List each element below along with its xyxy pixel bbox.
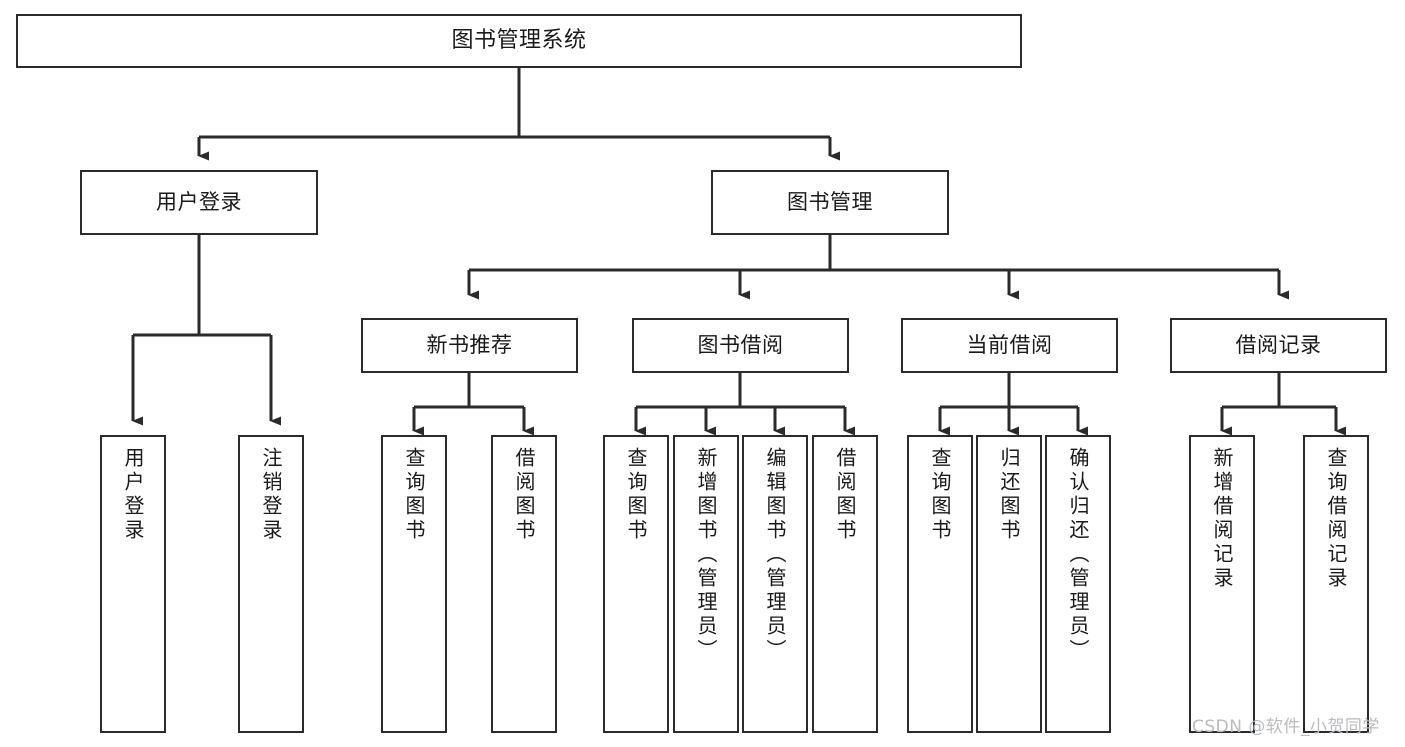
node-leaf-confirm-return[interactable]: 确认归还（管理员） — [1045, 435, 1111, 733]
node-current-borrow[interactable]: 当前借阅 — [901, 318, 1118, 373]
node-leaf-edit-book-label: 编辑图书（管理员） — [763, 447, 787, 663]
node-borrow-record-label: 借阅记录 — [1235, 332, 1322, 357]
node-borrow-record[interactable]: 借阅记录 — [1170, 318, 1387, 373]
node-user-login-label: 用户登录 — [156, 189, 242, 214]
node-leaf-return-book[interactable]: 归还图书 — [976, 435, 1042, 733]
node-leaf-query-book-2[interactable]: 查询图书 — [603, 435, 669, 733]
node-leaf-query-book-3-label: 查询图书 — [928, 447, 952, 543]
node-leaf-query-book-1-label: 查询图书 — [402, 447, 426, 543]
node-leaf-edit-book[interactable]: 编辑图书（管理员） — [742, 435, 808, 733]
node-new-book-recommend-label: 新书推荐 — [426, 332, 513, 357]
node-leaf-add-record[interactable]: 新增借阅记录 — [1189, 435, 1255, 733]
node-leaf-confirm-return-label: 确认归还（管理员） — [1066, 447, 1090, 663]
node-user-login[interactable]: 用户登录 — [80, 170, 318, 235]
node-leaf-query-book-1[interactable]: 查询图书 — [381, 435, 447, 733]
node-current-borrow-label: 当前借阅 — [966, 332, 1053, 357]
node-leaf-logout-login[interactable]: 注销登录 — [238, 435, 304, 733]
node-leaf-query-record-label: 查询借阅记录 — [1324, 447, 1348, 591]
node-leaf-query-record[interactable]: 查询借阅记录 — [1303, 435, 1369, 733]
node-leaf-user-login-label: 用户登录 — [121, 447, 145, 543]
node-leaf-borrow-book-1[interactable]: 借阅图书 — [491, 435, 557, 733]
node-new-book-recommend[interactable]: 新书推荐 — [361, 318, 578, 373]
node-leaf-user-login[interactable]: 用户登录 — [100, 435, 166, 733]
node-leaf-query-book-3[interactable]: 查询图书 — [907, 435, 973, 733]
node-leaf-borrow-book-2[interactable]: 借阅图书 — [812, 435, 878, 733]
node-leaf-add-record-label: 新增借阅记录 — [1210, 447, 1234, 591]
node-root-label: 图书管理系统 — [451, 27, 587, 53]
node-leaf-query-book-2-label: 查询图书 — [624, 447, 648, 543]
watermark-csdn: CSDN @软件_小贺同学 — [1192, 712, 1380, 737]
watermark-text: CSDN @软件_小贺同学 — [1192, 717, 1380, 737]
node-leaf-return-book-label: 归还图书 — [997, 447, 1021, 543]
node-leaf-logout-login-label: 注销登录 — [259, 447, 283, 543]
node-leaf-borrow-book-2-label: 借阅图书 — [833, 447, 857, 543]
node-leaf-add-book[interactable]: 新增图书（管理员） — [673, 435, 739, 733]
node-book-management[interactable]: 图书管理 — [711, 170, 949, 235]
node-leaf-borrow-book-1-label: 借阅图书 — [512, 447, 536, 543]
node-leaf-add-book-label: 新增图书（管理员） — [694, 447, 718, 663]
node-book-borrow-label: 图书借阅 — [697, 332, 784, 357]
node-root-book-management-system[interactable]: 图书管理系统 — [16, 14, 1022, 68]
node-book-borrow[interactable]: 图书借阅 — [632, 318, 849, 373]
node-book-management-label: 图书管理 — [787, 189, 873, 214]
